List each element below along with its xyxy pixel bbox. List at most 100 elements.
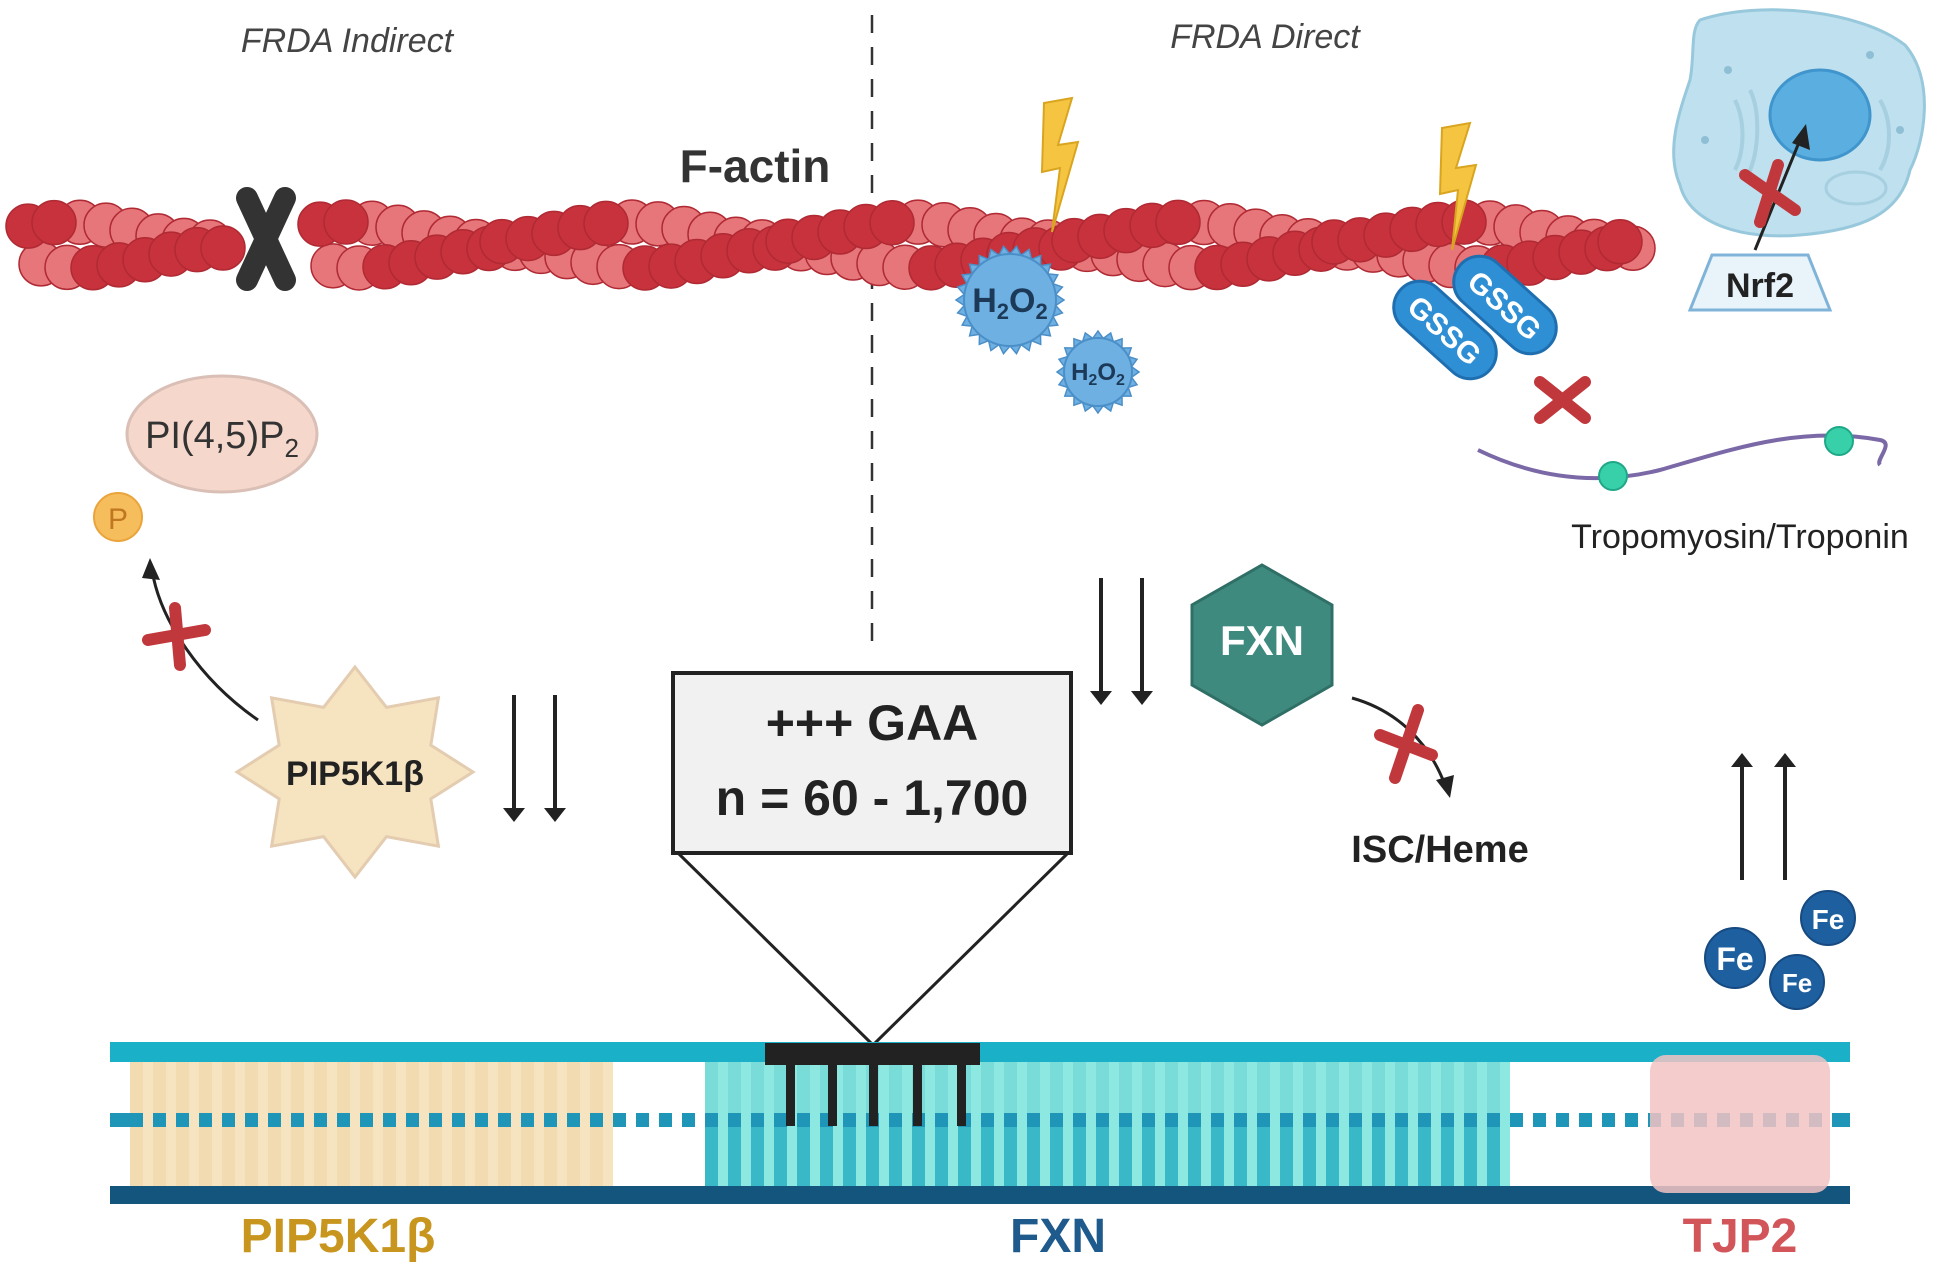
base-pair <box>981 1126 994 1186</box>
base-pair <box>245 1060 258 1126</box>
base-pair <box>797 1126 810 1186</box>
troponin-bead <box>1598 461 1628 491</box>
base-pair <box>1188 1060 1201 1126</box>
base-pair <box>774 1126 787 1186</box>
base-pair <box>153 1060 166 1126</box>
actin-monomer <box>1155 199 1201 246</box>
gene-label-fxn: FXN <box>1010 1210 1106 1263</box>
gaa-repeat-tick <box>957 1060 966 1126</box>
base-pair <box>728 1060 741 1126</box>
dna-strand <box>110 1042 1850 1204</box>
base-pair <box>705 1060 718 1126</box>
base-pair <box>1372 1126 1385 1186</box>
lightning-icon <box>1438 121 1478 251</box>
base-pair <box>1395 1060 1408 1126</box>
base-pair <box>153 1126 166 1186</box>
base-pair <box>1119 1126 1132 1186</box>
base-pair <box>475 1060 488 1126</box>
base-pair <box>1280 1126 1293 1186</box>
gaa-repeat-tick <box>786 1060 795 1126</box>
base-pair <box>682 1060 695 1126</box>
nrf2-label: Nrf2 <box>1726 267 1794 305</box>
base-pair <box>751 1126 764 1186</box>
phosphate-molecule <box>93 492 143 542</box>
actin-monomer <box>200 225 246 271</box>
base-pair <box>314 1126 327 1186</box>
downregulation-arrows <box>503 695 566 822</box>
base-pair <box>613 1060 626 1126</box>
actin-monomer <box>583 200 629 247</box>
fxn-protein: FXN <box>1190 563 1334 727</box>
base-pair <box>567 1126 580 1186</box>
base-pair <box>291 1126 304 1186</box>
base-pair <box>1257 1060 1270 1126</box>
base-pair <box>1510 1126 1523 1186</box>
base-pair <box>590 1060 603 1126</box>
svg-text:H2O2: H2O2 <box>1071 359 1125 389</box>
iron-atom: Fe <box>1769 954 1825 1010</box>
base-pair <box>406 1060 419 1126</box>
base-pair <box>1441 1126 1454 1186</box>
iron-atom: Fe <box>1800 890 1856 946</box>
base-pair <box>1234 1126 1247 1186</box>
base-pair <box>1280 1060 1293 1126</box>
base-pair <box>1556 1060 1569 1126</box>
gaa-line-2: n = 60 - 1,700 <box>716 770 1029 826</box>
base-pair <box>1372 1060 1385 1126</box>
base-pair <box>1142 1126 1155 1186</box>
base-pair <box>705 1126 718 1186</box>
base-pair <box>1579 1060 1592 1126</box>
isc-heme-arrowhead <box>1436 775 1454 798</box>
f-actin-label: F-actin <box>680 140 831 192</box>
pip2-molecule <box>125 374 319 494</box>
base-pair <box>659 1060 672 1126</box>
base-pair <box>383 1126 396 1186</box>
base-pair <box>1142 1060 1155 1126</box>
base-pair <box>1487 1126 1500 1186</box>
base-pair <box>1096 1060 1109 1126</box>
base-pair <box>1395 1126 1408 1186</box>
base-pair <box>912 1126 925 1186</box>
base-pair <box>406 1126 419 1186</box>
base-pair <box>1602 1060 1615 1126</box>
base-pair <box>866 1126 879 1186</box>
base-pair <box>498 1126 511 1186</box>
base-pair <box>636 1126 649 1186</box>
base-pair <box>452 1060 465 1126</box>
svg-text:H2O2: H2O2 <box>972 282 1048 324</box>
base-pair <box>567 1060 580 1126</box>
base-pair <box>935 1126 948 1186</box>
base-pair <box>1050 1060 1063 1126</box>
base-pair <box>1464 1126 1477 1186</box>
base-pair <box>383 1060 396 1126</box>
gaa-repeat-tick <box>869 1060 878 1126</box>
f-actin-filament <box>5 199 1656 291</box>
base-pair <box>636 1060 649 1126</box>
base-pair <box>429 1126 442 1186</box>
base-pair <box>176 1126 189 1186</box>
base-pair <box>337 1060 350 1126</box>
base-pair <box>521 1126 534 1186</box>
base-pair <box>1487 1060 1500 1126</box>
tropomyosin-strand <box>1477 433 1888 481</box>
nrf2-arrowhead <box>1792 124 1810 150</box>
upregulation-arrows <box>1731 753 1796 880</box>
base-pair <box>1211 1126 1224 1186</box>
base-pair <box>1533 1060 1546 1126</box>
base-pair <box>728 1126 741 1186</box>
base-pair <box>1349 1060 1362 1126</box>
base-pair <box>1464 1060 1477 1126</box>
base-pair <box>1326 1060 1339 1126</box>
base-pair <box>889 1060 902 1126</box>
troponin-bead <box>1824 426 1854 456</box>
base-pair <box>314 1060 327 1126</box>
isc-heme-inhibit-icon <box>1374 704 1438 784</box>
base-pair <box>1510 1060 1523 1126</box>
base-pair <box>889 1126 902 1186</box>
base-pair <box>751 1060 764 1126</box>
base-pair <box>268 1060 281 1126</box>
heading-frda-indirect: FRDA Indirect <box>241 22 455 60</box>
base-pair <box>1625 1126 1638 1186</box>
base-pair <box>797 1060 810 1126</box>
